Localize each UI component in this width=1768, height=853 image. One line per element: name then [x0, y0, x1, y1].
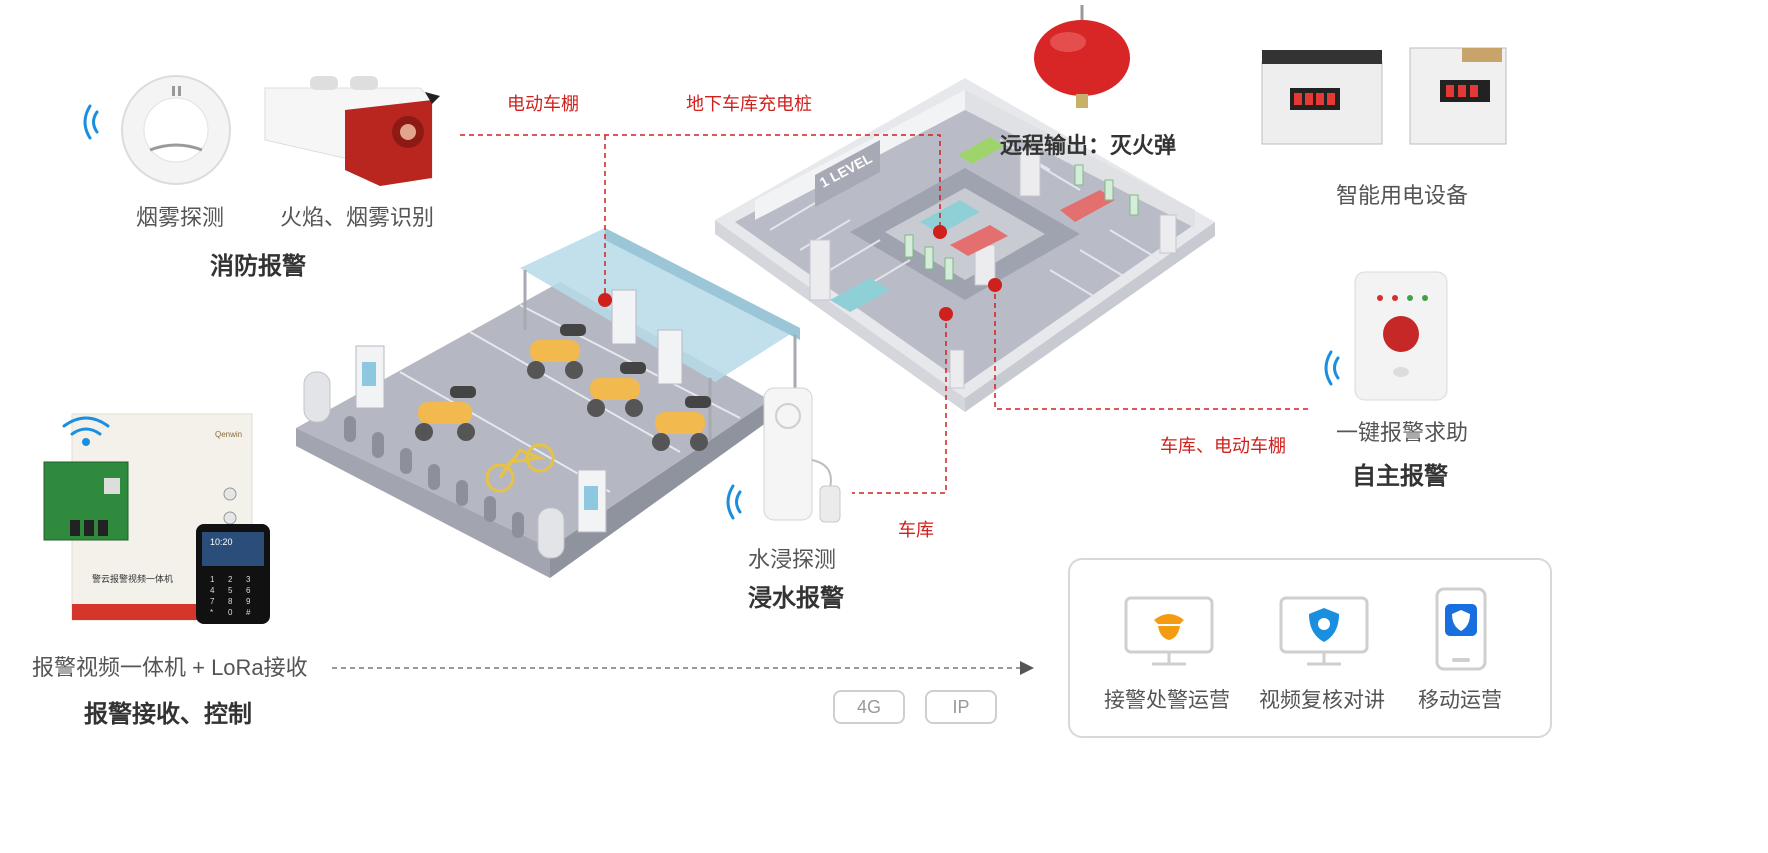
badge-ip: IP [925, 690, 997, 724]
keypad-key: 6 [246, 586, 251, 595]
emergency-button-device [1354, 271, 1448, 401]
badge-4g: 4G [833, 690, 905, 724]
water-sensor-label: 水浸探测 [748, 547, 837, 572]
receiver-brand: Qenwin [215, 430, 242, 439]
garage-route-label: 车库 [898, 520, 934, 540]
remote-output-label: 远程输出：灭火弹 [1000, 133, 1177, 158]
scooters [415, 324, 711, 451]
smoke-detector [121, 75, 231, 185]
connection-points [598, 225, 1002, 321]
carport-label: 电动车棚 [507, 94, 579, 114]
underground-garage: 1 LEVEL [715, 78, 1215, 412]
keypad-key: 3 [246, 575, 251, 584]
flame-camera-label: 火焰、烟雾识别 [280, 205, 435, 230]
flame-camera [264, 76, 440, 186]
keypad-key: 7 [210, 597, 215, 606]
keypad-key: 9 [246, 597, 251, 606]
platform-panel: 接警处警运营 视频复核对讲 移动运营 [1068, 558, 1552, 738]
keypad-key: 8 [228, 597, 233, 606]
smart-power-devices [1261, 47, 1507, 145]
self-alarm-title: 自主报警 [1352, 463, 1448, 490]
receiver-keypad: 1 2 3 4 5 6 7 8 9 * 0 # [210, 575, 251, 617]
mobile-shield-icon [1434, 586, 1488, 672]
keypad-key: 5 [228, 586, 233, 595]
bicycle [485, 443, 555, 493]
uplink-arrow [332, 661, 1034, 675]
garage-cars [830, 137, 1115, 312]
keypad-key: 0 [228, 608, 233, 617]
underground-charging-label: 地下车库充电桩 [686, 94, 812, 114]
garage-carport-route-label: 车库、电动车棚 [1160, 436, 1286, 456]
keypad-key: 2 [228, 575, 233, 584]
keypad-key: # [246, 608, 251, 617]
platform-item-label: 移动运营 [1418, 689, 1502, 712]
water-sensor-device [763, 387, 841, 523]
water-alarm-title: 浸水报警 [748, 585, 844, 612]
outdoor-carport [296, 228, 800, 578]
wifi-icon [62, 104, 1340, 520]
connection-lines [460, 134, 1308, 494]
wifi-dot [82, 438, 90, 446]
receiver-title: 报警接收、控制 [84, 701, 252, 728]
keypad-key: * [210, 608, 213, 617]
smart-power-label: 智能用电设备 [1336, 183, 1469, 208]
fire-alarm-title: 消防报警 [210, 253, 306, 280]
keypad-key: 1 [210, 575, 215, 584]
receiver-label: 报警视频一体机 + LoRa接收 [32, 655, 308, 680]
fire-extinguisher-ball [1034, 5, 1130, 108]
receiver-box-caption: 警云报警视频一体机 [92, 573, 173, 584]
emergency-label: 一键报警求助 [1336, 420, 1469, 445]
platform-item-label: 视频复核对讲 [1259, 689, 1385, 712]
alarm-receiver-box: 10:20 Qenwin 警云报警视频一体机 1 2 3 4 5 6 7 8 9 * 0 # [43, 413, 270, 624]
receiver-screen-time: 10:20 [210, 537, 233, 547]
keypad-key: 4 [210, 586, 215, 595]
platform-item-label: 接警处警运营 [1104, 689, 1230, 712]
shield-eye-icon [1279, 596, 1369, 674]
smoke-detector-label: 烟雾探测 [136, 205, 225, 230]
police-icon [1124, 596, 1214, 674]
